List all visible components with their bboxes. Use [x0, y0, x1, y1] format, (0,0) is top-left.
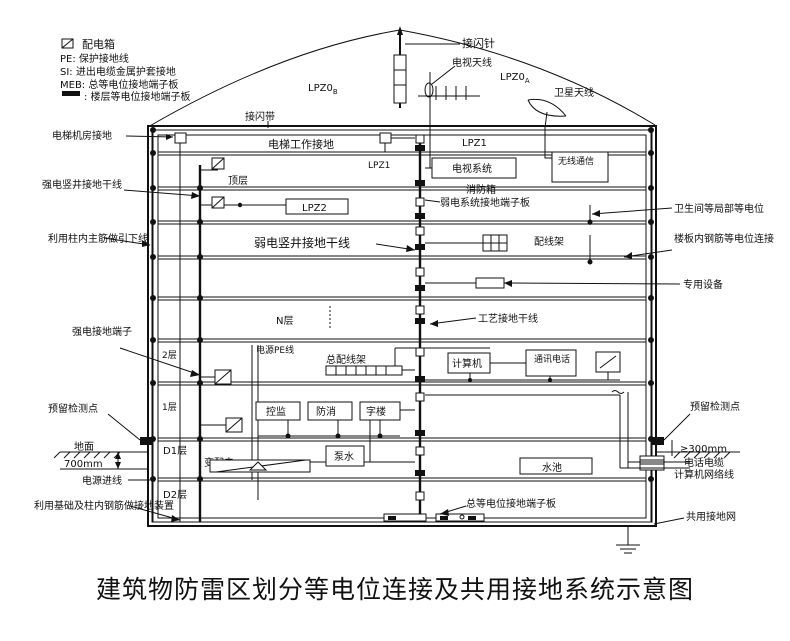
upper-systems: 电梯机房接地 电梯工作接地 LPZ1 LPZ1 电视系统 无线通信 消防箱 弱电… — [52, 118, 774, 291]
distance-300-label: ≥300mm — [680, 444, 727, 455]
control-box — [255, 401, 301, 421]
test-point-right-label: 预留检测点 — [690, 400, 740, 413]
weak-riser-label: 弱电竖井接地干线 — [254, 235, 350, 250]
satellite-label: 卫星天线 — [554, 86, 594, 99]
weak-terminal-label: 弱电系统接地端子板 — [440, 196, 530, 209]
first-floor-rooms: 控监 防消 字楼 — [255, 401, 415, 462]
basement: 变配电 泵水 水池 电话电缆 计算机网络线 总等电位接地端子板 共用接地网 — [204, 445, 736, 525]
strong-riser: 顶层 LPZ2 2层 1层 — [162, 132, 349, 522]
control-label: 控监 — [266, 405, 286, 418]
legend-dist-box: 配电箱 — [82, 37, 115, 51]
legend-pe: PE: 保护接地线 — [60, 52, 129, 65]
power-pe-label: 电源PE线 — [256, 344, 294, 356]
legend-floor-eq: : 楼层等电位接地端子板 — [84, 90, 191, 103]
wireless-label: 无线通信 — [558, 155, 594, 167]
comm-label: 通讯电话 — [534, 353, 570, 365]
power-in-label: 电源进线 — [82, 474, 122, 487]
elevator-room-label: 电梯机房接地 — [52, 129, 112, 142]
process-trunk-label: 工艺接地干线 — [478, 312, 538, 325]
fire-label: 防消 — [316, 405, 336, 418]
strong-riser-label: 强电竖井接地干线 — [42, 178, 122, 191]
slab-rebar-label: 楼板内钢筋等电位连接 — [674, 232, 774, 245]
lpz1-label: LPZ1 — [368, 161, 390, 171]
pump-box — [325, 445, 365, 467]
n-floor-label: N层 — [276, 315, 293, 327]
legend-meb-icon — [62, 91, 80, 96]
main-frame-box — [325, 365, 403, 376]
phone-cable-label: 电话电缆 — [684, 456, 724, 469]
main-frame-label: 总配线架 — [326, 353, 366, 366]
roof-equipment: 接闪针 电视天线 LPZ0B LPZ0A 卫星天线 — [147, 26, 656, 129]
lpz0b-label: LPZ0B — [308, 83, 338, 96]
pe-line: 电源PE线 — [251, 344, 294, 500]
diagram-caption: 建筑物防雷区划分等电位连接及共用接地系统示意图 — [95, 575, 694, 604]
elevator-room-box-icon — [174, 132, 187, 144]
wireless-box — [551, 151, 609, 183]
test-point-left-box — [140, 437, 152, 445]
water-pool-box — [519, 457, 593, 475]
test-point-right-box — [652, 437, 664, 445]
lpz0a-label: LPZ0A — [500, 72, 530, 85]
top-floor-label: 顶层 — [228, 175, 248, 187]
air-termination-label: 接闪带 — [245, 110, 275, 123]
computer-label: 计算机 — [452, 357, 482, 370]
lpz1-top-label: LPZ1 — [462, 138, 487, 149]
ground-electrode — [148, 525, 656, 554]
right-labels: 预留检测点 ≥300mm — [652, 400, 740, 459]
legend: 配电箱 PE: 保护接地线 SI: 进出电缆金属护套接地 MEB: 总等电位接地… — [60, 37, 191, 103]
floor-slabs — [150, 127, 654, 522]
weak-riser — [415, 134, 425, 520]
tv-antenna-label: 电视天线 — [452, 56, 492, 69]
pump-label: 泵水 — [334, 451, 354, 463]
common-grid-label: 共用接地网 — [686, 510, 736, 523]
lightning-rod-label: 接闪针 — [462, 36, 495, 50]
floor1-label: 1层 — [162, 402, 177, 413]
ground-surface-label: 地面 — [74, 440, 94, 453]
fire-box — [307, 401, 353, 421]
legend-meb: MEB: 总等电位接地端子板 — [60, 78, 178, 91]
b1-label: D1层 — [163, 445, 187, 457]
column-rebar-label: 利用柱内主筋做引下线 — [48, 232, 148, 245]
depth-label: 700mm — [64, 459, 103, 470]
legend-si: SI: 进出电缆金属护套接地 — [60, 65, 176, 78]
middle-floors: N层 工艺接地干线 总配线架 计算机 通讯电话 — [276, 306, 629, 468]
strong-terminal-label: 强电接地端子 — [72, 325, 132, 338]
comm-box — [525, 349, 577, 377]
words-label: 字楼 — [366, 405, 386, 418]
b2-label: D2层 — [163, 489, 187, 501]
special-equip-box — [475, 277, 505, 289]
left-labels: 强电竖井接地干线 利用柱内主筋做引下线 强电接地端子 预留检测点 地面 700m… — [34, 178, 201, 522]
rack-label: 配线架 — [534, 235, 564, 248]
floor2-label: 2层 — [162, 350, 177, 361]
meb-label: 总等电位接地端子板 — [466, 497, 556, 510]
meb-left-box — [383, 513, 427, 522]
elevator-work-label: 电梯工作接地 — [268, 138, 334, 151]
special-equip-label: 专用设备 — [683, 278, 723, 291]
network-cable-label: 计算机网络线 — [674, 468, 734, 481]
tv-system-label: 电视系统 — [452, 162, 492, 175]
lpz2-box — [285, 198, 349, 215]
lpz2-label: LPZ2 — [302, 203, 327, 214]
foundation-label: 利用基础及柱内钢筋做接地装置 — [34, 499, 174, 512]
water-pool-label: 水池 — [542, 461, 562, 474]
bathroom-label: 卫生间等局部等电位 — [674, 202, 764, 215]
test-point-left-label: 预留检测点 — [48, 402, 98, 415]
fire-box-label: 消防箱 — [466, 183, 496, 196]
elevator-work-box-icon — [379, 132, 392, 144]
